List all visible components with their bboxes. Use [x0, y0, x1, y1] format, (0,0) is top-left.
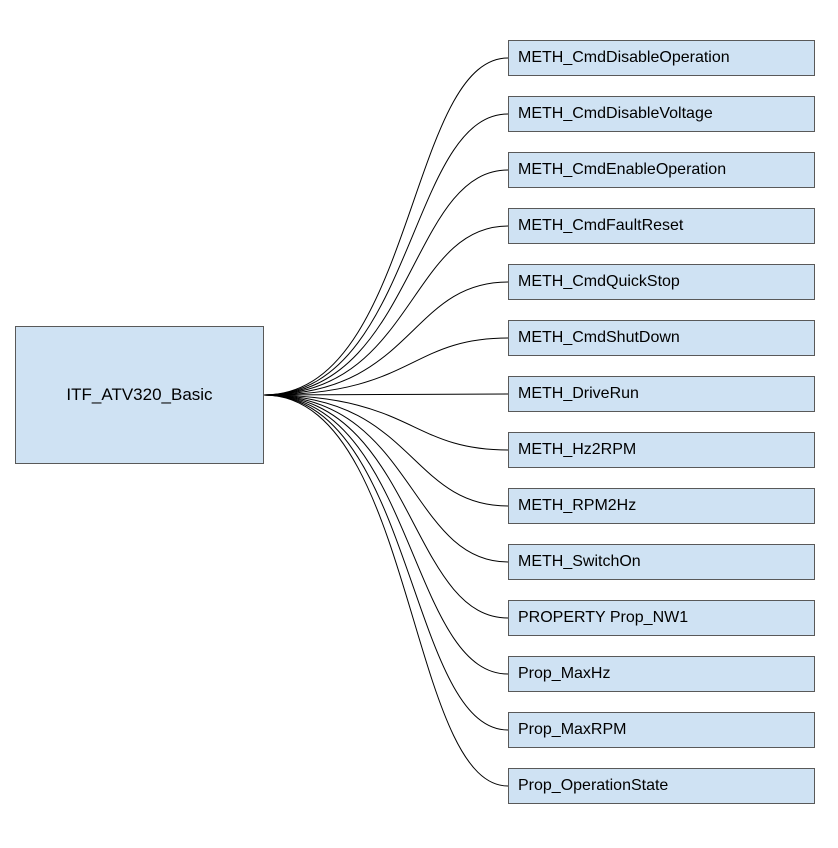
- connector-line-11: [263, 394, 509, 675]
- child-node-label: METH_CmdShutDown: [518, 329, 680, 346]
- child-node-prop-maxhz: Prop_MaxHz: [508, 656, 815, 692]
- child-node-label: METH_RPM2Hz: [518, 497, 637, 514]
- child-node-label: METH_CmdFaultReset: [518, 217, 684, 234]
- root-node: ITF_ATV320_Basic: [15, 326, 264, 464]
- connector-line-6: [263, 393, 509, 396]
- child-node-label: METH_CmdQuickStop: [518, 273, 680, 290]
- child-node-label: Prop_MaxHz: [518, 665, 611, 682]
- child-node-label: METH_SwitchOn: [518, 553, 641, 570]
- child-node-meth-switchon: METH_SwitchOn: [508, 544, 815, 580]
- connector-line-12: [263, 394, 509, 731]
- child-node-label: METH_Hz2RPM: [518, 441, 637, 458]
- child-node-meth-driverun: METH_DriveRun: [508, 376, 815, 412]
- child-node-label: METH_CmdEnableOperation: [518, 161, 727, 178]
- child-node-meth-rpm2hz: METH_RPM2Hz: [508, 488, 815, 524]
- child-node-meth-cmdenableoperation: METH_CmdEnableOperation: [508, 152, 815, 188]
- child-node-property-prop-nw1: PROPERTY Prop_NW1: [508, 600, 815, 636]
- child-node-meth-cmddisablevoltage: METH_CmdDisableVoltage: [508, 96, 815, 132]
- child-node-label: Prop_OperationState: [518, 777, 669, 794]
- connector-line-3: [263, 225, 509, 396]
- child-node-meth-cmdshutdown: METH_CmdShutDown: [508, 320, 815, 356]
- connector-line-13: [263, 394, 509, 787]
- child-node-label: METH_CmdDisableOperation: [518, 49, 730, 66]
- connector-line-5: [263, 337, 509, 396]
- connector-line-7: [263, 394, 509, 451]
- child-node-meth-cmdquickstop: METH_CmdQuickStop: [508, 264, 815, 300]
- child-node-label: METH_CmdDisableVoltage: [518, 105, 713, 122]
- child-node-meth-hz2rpm: METH_Hz2RPM: [508, 432, 815, 468]
- child-node-prop-operationstate: Prop_OperationState: [508, 768, 815, 804]
- connector-line-4: [263, 281, 509, 396]
- root-node-label: ITF_ATV320_Basic: [66, 385, 213, 404]
- child-node-prop-maxrpm: Prop_MaxRPM: [508, 712, 815, 748]
- child-node-label: Prop_MaxRPM: [518, 721, 627, 738]
- connector-line-9: [263, 394, 509, 563]
- child-node-label: METH_DriveRun: [518, 385, 639, 402]
- connector-line-1: [263, 113, 509, 396]
- child-node-label: PROPERTY Prop_NW1: [518, 609, 689, 626]
- connector-line-8: [263, 394, 509, 507]
- child-node-meth-cmddisableoperation: METH_CmdDisableOperation: [508, 40, 815, 76]
- connector-line-10: [263, 394, 509, 619]
- connector-line-0: [263, 57, 509, 396]
- child-node-meth-cmdfaultreset: METH_CmdFaultReset: [508, 208, 815, 244]
- connector-line-2: [263, 169, 509, 396]
